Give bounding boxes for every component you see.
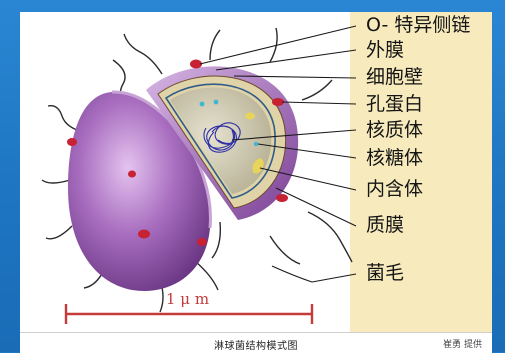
porin <box>67 138 77 146</box>
scale-bar-label: 1 μ m <box>166 290 209 308</box>
bacterium-illustration: 1 μ m <box>20 12 492 332</box>
figure-credit: 崔勇 提供 <box>443 337 482 350</box>
label-inclusion: 内含体 <box>366 178 423 200</box>
figure-caption: 淋球菌结构模式图 <box>20 337 492 352</box>
diagram-panel: 1 μ m O- 特异侧链 外膜 细胞壁 孔蛋白 核质体 核糖体 内含体 质膜 … <box>20 12 492 332</box>
label-ribosome: 核糖体 <box>366 147 423 169</box>
leader-line-pili <box>312 274 356 282</box>
pilus <box>124 34 162 74</box>
ribosome <box>200 102 205 107</box>
label-cell-wall: 细胞壁 <box>366 66 423 88</box>
porin <box>276 194 288 202</box>
label-o-side-chain: O- 特异侧链 <box>366 14 470 36</box>
porin <box>128 171 136 178</box>
leader-line-pili-tail <box>272 266 312 282</box>
pilus <box>270 236 300 264</box>
leader-line-outer-membrane <box>216 50 356 70</box>
leader-line-o-side-chain <box>200 26 356 64</box>
porin <box>138 230 150 239</box>
leader-line-protein <box>282 102 356 104</box>
label-outer-membrane: 外膜 <box>366 39 404 61</box>
pilus <box>210 30 220 60</box>
pilus <box>196 262 218 290</box>
pilus <box>46 226 72 239</box>
label-nucleoid: 核质体 <box>366 119 423 141</box>
inclusion-body <box>245 113 255 120</box>
pilus <box>212 222 220 258</box>
leader-line-plasma-membrane <box>276 188 356 226</box>
caption-bar: 淋球菌结构模式图 崔勇 提供 <box>20 332 492 353</box>
ribosome <box>214 100 219 105</box>
pilus <box>42 180 70 183</box>
label-protein: 孔蛋白 <box>366 93 423 115</box>
ribosome <box>254 142 258 146</box>
label-pili: 菌毛 <box>366 262 404 284</box>
label-plasma-membrane: 质膜 <box>366 214 404 236</box>
pilus <box>308 212 352 262</box>
pilus <box>302 80 332 100</box>
porin <box>197 238 207 246</box>
